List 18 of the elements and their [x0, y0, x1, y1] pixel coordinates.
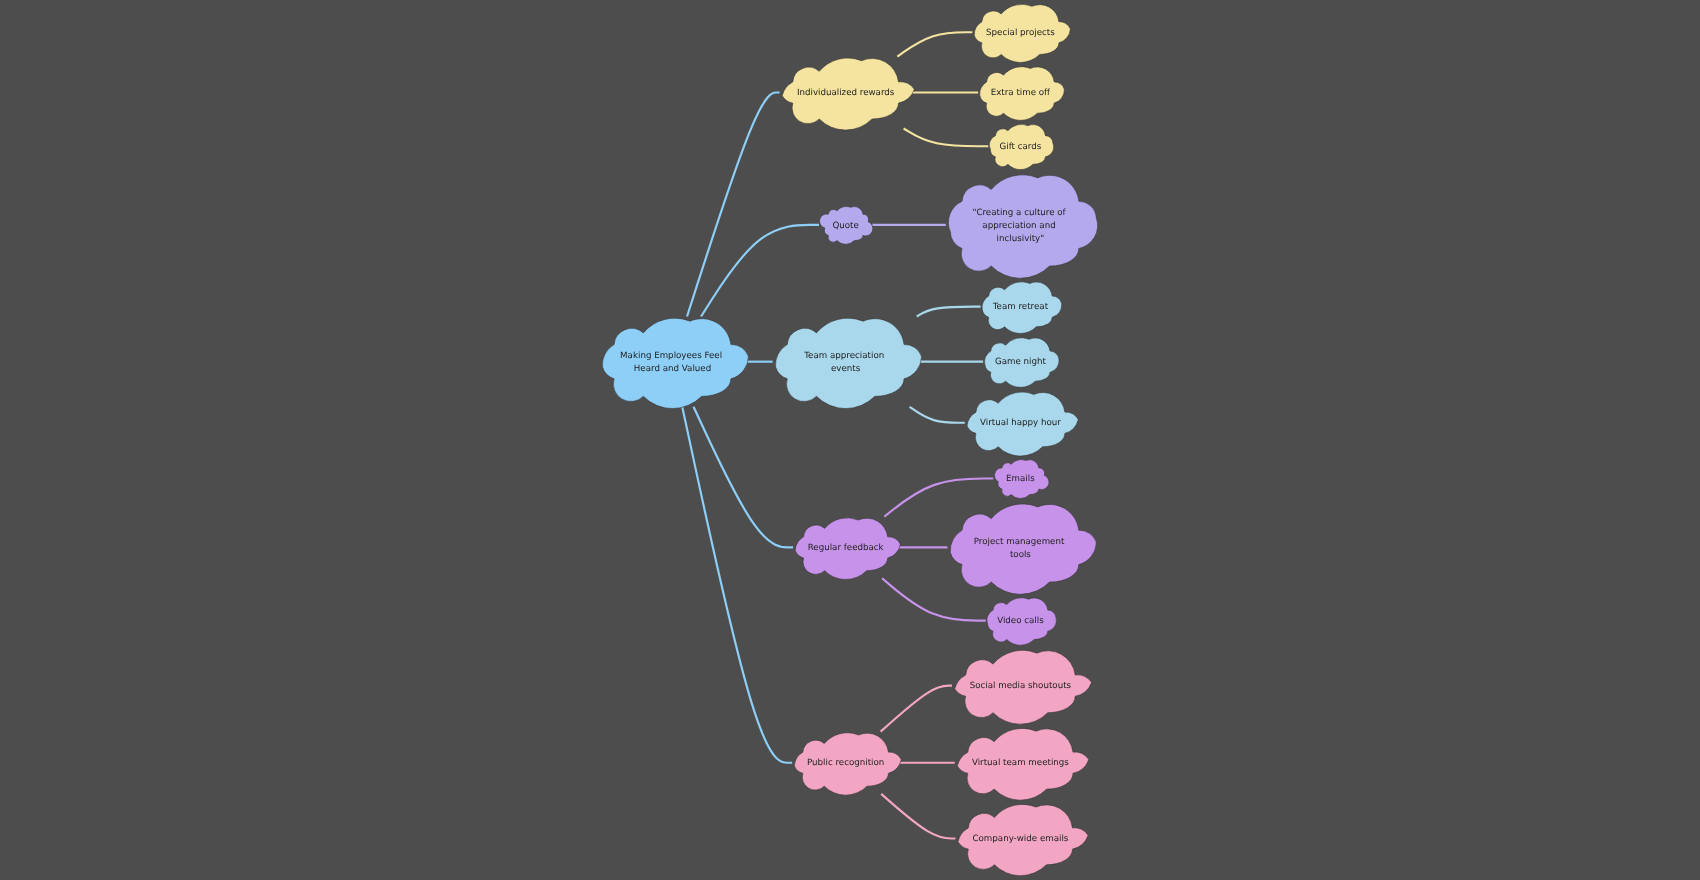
connector	[880, 793, 956, 840]
connector	[700, 223, 819, 318]
connector	[883, 477, 994, 518]
connector	[881, 577, 986, 622]
connector	[745, 360, 773, 363]
connector	[916, 305, 981, 318]
connector	[872, 223, 946, 226]
connector	[903, 127, 989, 148]
connector	[911, 91, 979, 94]
connector	[898, 546, 948, 549]
connector	[686, 91, 780, 317]
connector	[692, 406, 794, 549]
connector	[899, 761, 955, 764]
connector	[918, 360, 984, 363]
connector	[896, 31, 973, 58]
connector	[879, 684, 952, 733]
connector	[909, 405, 965, 424]
connector	[681, 406, 793, 764]
